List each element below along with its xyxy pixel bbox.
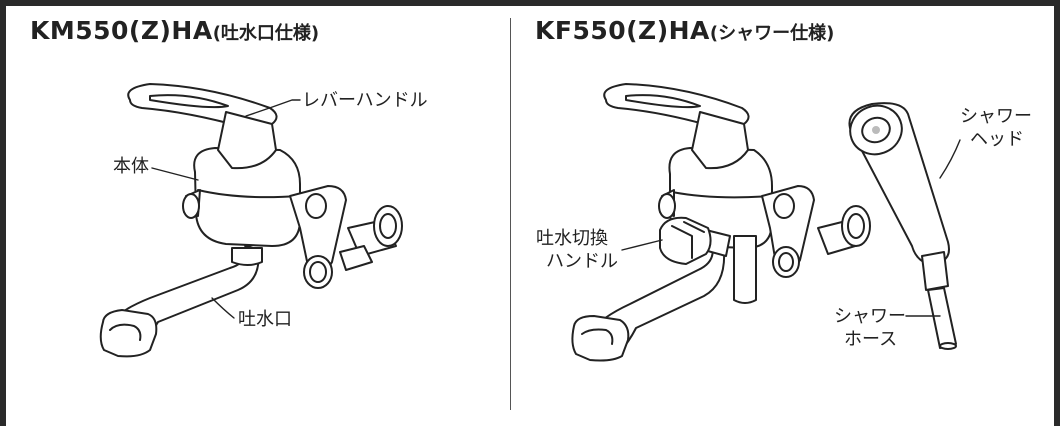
label-shower-hose-line2: ホース <box>844 329 898 350</box>
right-panel-title: KF550(Z)HA(シャワー仕様) <box>535 16 834 45</box>
label-shower-hose-line1: シャワー <box>834 306 906 327</box>
panel-divider <box>510 18 511 410</box>
label-diverter-handle-line1: 吐水切換 <box>536 228 608 249</box>
left-panel-title: KM550(Z)HA(吐水口仕様) <box>30 16 319 45</box>
leader-lever-handle <box>245 99 301 117</box>
label-spout: 吐水口 <box>238 309 292 330</box>
left-body-illustration <box>182 147 403 289</box>
label-shower-head-line1: シャワー <box>960 106 1032 127</box>
label-shower-head-line2: ヘッド <box>970 129 1024 150</box>
left-lever-handle-illustration <box>127 83 278 170</box>
right-body-illustration <box>658 147 871 304</box>
right-lever-handle-illustration <box>603 83 750 170</box>
left-model-variant: (吐水口仕様) <box>212 23 320 44</box>
right-model-variant: (シャワー仕様) <box>709 23 835 44</box>
right-faucet-illustration <box>571 83 957 362</box>
shower-hose-illustration <box>927 287 957 350</box>
label-body: 本体 <box>113 156 149 177</box>
right-model-name: KF550(Z)HA <box>535 16 710 45</box>
right-spout-illustration <box>571 244 726 362</box>
right-leader-lines <box>621 139 961 317</box>
leader-diverter-handle <box>621 239 663 251</box>
right-diverter-handle-illustration <box>659 216 712 265</box>
leader-spout <box>211 297 235 319</box>
left-spout-illustration <box>99 244 263 358</box>
left-leader-lines <box>151 99 301 319</box>
leader-shower-head <box>939 139 961 179</box>
label-lever-handle: レバーハンドル <box>302 90 428 111</box>
leader-body <box>151 167 199 181</box>
label-diverter-handle-line2: ハンドル <box>546 251 618 272</box>
left-faucet-illustration <box>99 83 403 358</box>
shower-head-illustration <box>848 102 950 291</box>
left-model-name: KM550(Z)HA <box>30 16 213 45</box>
